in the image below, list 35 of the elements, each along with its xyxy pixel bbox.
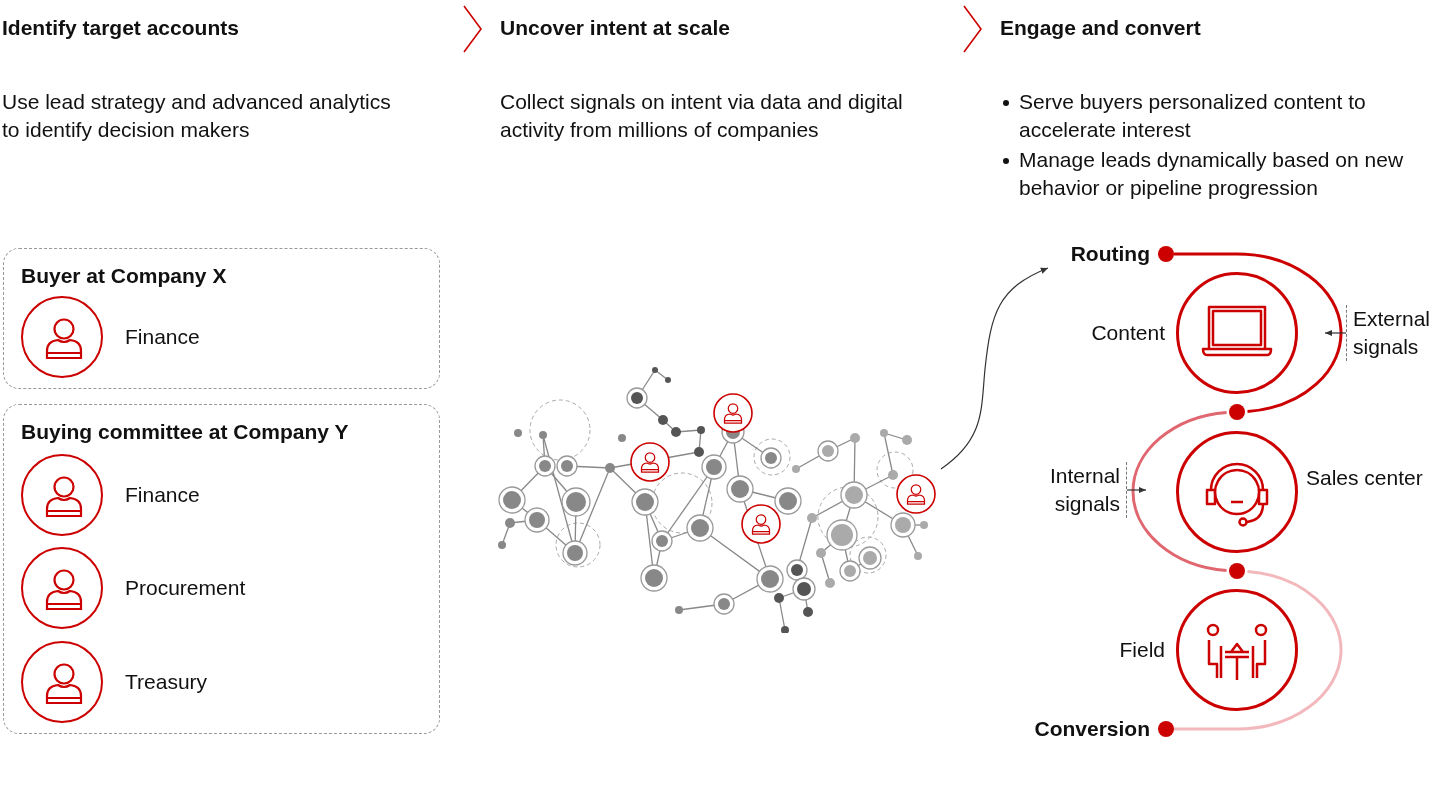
channel-circle bbox=[1176, 272, 1298, 394]
person-circle bbox=[21, 454, 103, 536]
arrow bbox=[1126, 486, 1147, 494]
signal-note: Internal signals bbox=[1037, 462, 1127, 518]
column-heading: Uncover intent at scale bbox=[500, 15, 731, 41]
dashed-group-box bbox=[3, 404, 440, 734]
channel-label: Content bbox=[1090, 320, 1165, 346]
role-label: Finance bbox=[125, 482, 200, 508]
person-circle bbox=[21, 641, 103, 723]
connector-line bbox=[1174, 252, 1343, 414]
group-title: Buying committee at Company Y bbox=[21, 419, 349, 445]
arrow bbox=[940, 267, 1049, 470]
column-heading: Identify target accounts bbox=[2, 15, 240, 41]
column-heading: Engage and convert bbox=[1000, 15, 1202, 41]
role-label: Treasury bbox=[125, 669, 208, 695]
signal-note: External signals bbox=[1346, 305, 1436, 361]
channel-circle bbox=[1176, 431, 1298, 553]
role-label: Finance bbox=[125, 324, 200, 350]
person-circle bbox=[21, 547, 103, 629]
connector-line bbox=[1131, 410, 1227, 573]
role-label: Procurement bbox=[125, 575, 246, 601]
dashed-group-box bbox=[3, 248, 440, 389]
connector-line bbox=[1174, 569, 1343, 731]
description-text: Use lead strategy and advanced analytics to identify decision makers bbox=[2, 89, 392, 143]
stage-label: Conversion bbox=[1033, 716, 1150, 742]
channel-label: Sales center bbox=[1306, 465, 1424, 491]
bullet-text: Serve buyers personalized content to accelerate interest bbox=[1019, 89, 1367, 143]
person-circle bbox=[21, 296, 103, 378]
arrow bbox=[1324, 329, 1347, 337]
channel-label: Field bbox=[1118, 637, 1165, 663]
description-text: Collect signals on intent via data and digital activity from millions of companies bbox=[500, 89, 904, 143]
channel-circle bbox=[1176, 589, 1298, 711]
stage-label: Routing bbox=[1069, 241, 1150, 267]
bullet-text: Manage leads dynamically based on new behavior or pipeline progression bbox=[1019, 147, 1405, 201]
group-title: Buyer at Company X bbox=[21, 263, 227, 289]
